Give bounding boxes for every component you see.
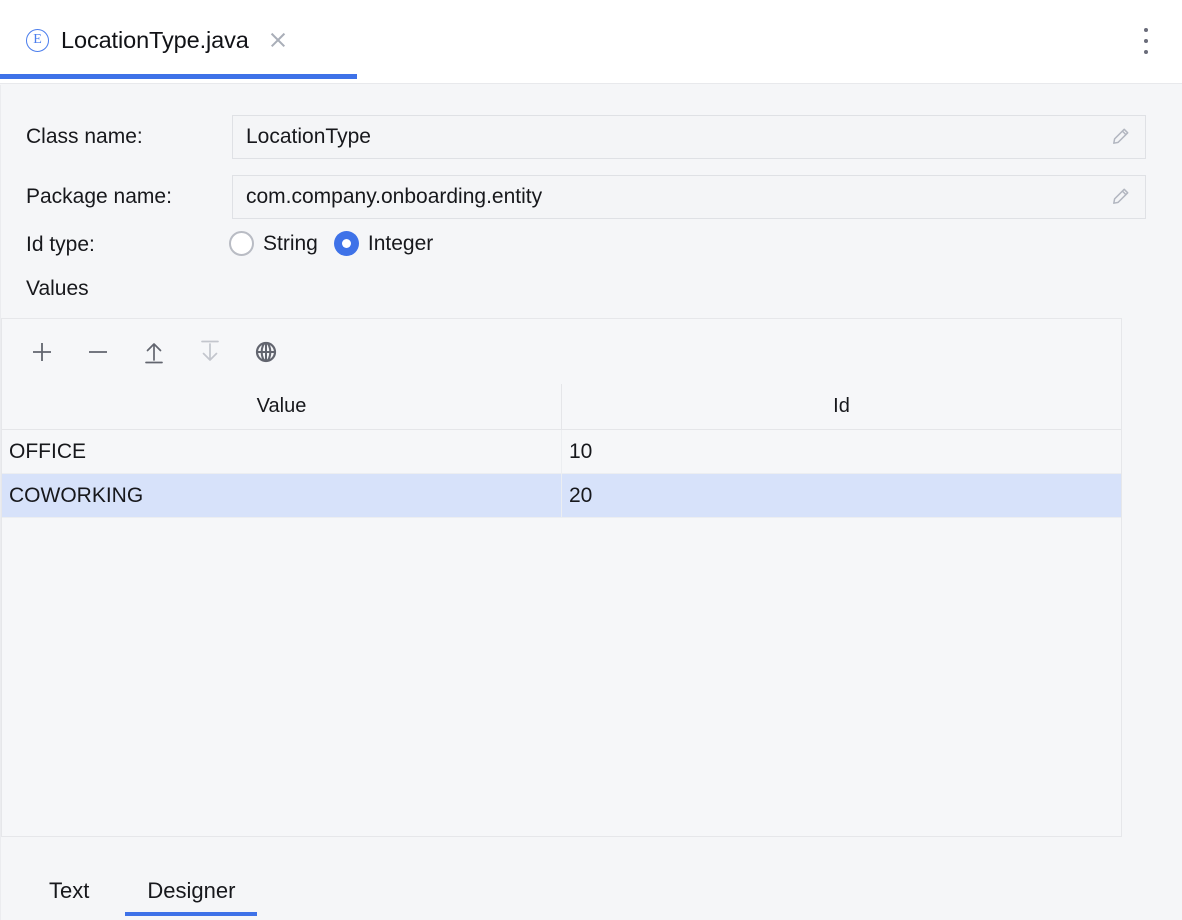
tab-designer-label: Designer [147, 878, 236, 903]
package-name-field[interactable]: com.company.onboarding.entity [232, 175, 1146, 219]
table-row[interactable]: COWORKING 20 [2, 474, 1121, 518]
tab-designer[interactable]: Designer [125, 860, 258, 920]
package-name-value: com.company.onboarding.entity [246, 185, 543, 208]
arrow-down-icon [194, 336, 226, 368]
active-tab-indicator [0, 74, 357, 79]
cell-id[interactable]: 20 [569, 483, 593, 507]
tab-indicator [27, 912, 111, 916]
editor-tab-bar: E LocationType.java [0, 0, 1182, 84]
close-icon[interactable] [267, 29, 289, 51]
values-table-header: Value Id [2, 384, 1121, 430]
tab-indicator [125, 912, 258, 916]
id-type-option-string[interactable]: String [229, 231, 318, 256]
values-panel: Value Id OFFICE 10 COWORKING 20 [1, 318, 1122, 837]
editor-tab-title: LocationType.java [61, 26, 249, 53]
enum-class-icon: E [26, 28, 49, 52]
editor-tab-locationtype[interactable]: E LocationType.java [0, 0, 311, 80]
class-name-value: LocationType [246, 125, 371, 148]
globe-icon[interactable] [250, 336, 282, 368]
package-name-label: Package name: [26, 185, 172, 208]
cell-value[interactable]: OFFICE [2, 430, 562, 473]
id-type-option-integer-label: Integer [367, 231, 434, 255]
id-type-radio-group: String Integer [229, 231, 433, 256]
column-header-value[interactable]: Value [2, 384, 562, 429]
plus-icon[interactable] [26, 336, 58, 368]
cell-value[interactable]: COWORKING [2, 474, 562, 517]
radio-selected-icon[interactable] [333, 231, 359, 256]
tab-text[interactable]: Text [45, 860, 93, 920]
id-type-option-integer[interactable]: Integer [333, 231, 434, 256]
table-row[interactable]: OFFICE 10 [2, 430, 1121, 474]
pencil-icon[interactable] [1095, 176, 1145, 218]
designer-form: Class name: LocationType Package name: c… [0, 85, 1182, 920]
minus-icon[interactable] [82, 336, 114, 368]
arrow-up-icon[interactable] [138, 336, 170, 368]
tab-text-label: Text [49, 878, 90, 903]
values-table-body: OFFICE 10 COWORKING 20 [2, 430, 1121, 836]
class-name-field[interactable]: LocationType [232, 115, 1146, 159]
id-type-option-string-label: String [263, 231, 318, 255]
kebab-menu-icon[interactable] [1138, 25, 1154, 57]
cell-id[interactable]: 10 [569, 439, 593, 463]
values-label: Values [26, 277, 89, 300]
radio-unselected-icon[interactable] [229, 231, 254, 256]
column-header-id[interactable]: Id [833, 395, 850, 417]
values-toolbar [2, 319, 1121, 384]
pencil-icon[interactable] [1095, 116, 1145, 158]
editor-mode-tabs: Text Designer [0, 858, 1182, 920]
class-name-label: Class name: [26, 125, 143, 148]
id-type-label: Id type: [26, 233, 95, 256]
